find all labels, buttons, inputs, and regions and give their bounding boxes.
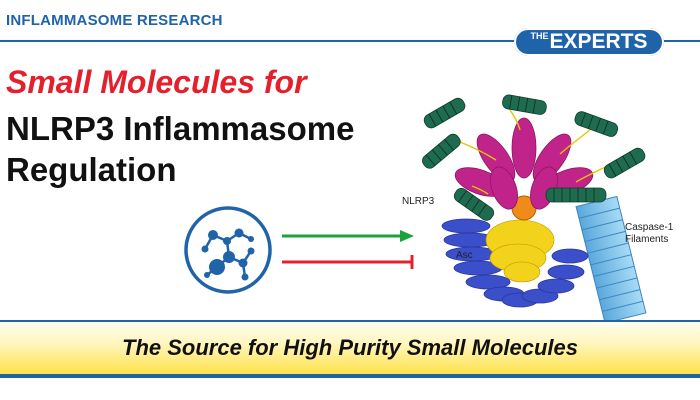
tagline-banner[interactable]: The Source for High Purity Small Molecul… [0,322,700,374]
badge-main: EXPERTS [549,30,648,53]
caspase-filament [575,195,647,324]
caspase-label: Caspase-1 Filaments [625,222,673,246]
asc-oligomer [441,218,589,308]
inhibition-bar-icon [282,255,414,269]
lrr-coils [422,94,646,221]
banner-bottom-divider [0,374,700,378]
headline-title: NLRP3 Inflammasome Regulation [6,110,355,188]
badge-prefix: THE [530,31,549,41]
nlrp3-label: NLRP3 [402,196,435,207]
activation-arrow-icon [282,230,414,242]
the-experts-badge[interactable]: THE EXPERTS [514,28,664,56]
asc-label: Asc [456,250,473,261]
section-label: INFLAMMASOME RESEARCH [6,12,223,29]
headline-subtitle: Small Molecules for [6,64,307,100]
caspase-label-line2: Filaments [625,234,669,245]
molecule-icon [184,206,272,294]
pyd-domain [485,219,555,283]
caspase-label-line1: Caspase-1 [625,222,674,233]
banner-top-divider [0,320,700,322]
inflammasome-illustration [422,94,647,324]
tagline-text: The Source for High Purity Small Molecul… [122,335,578,360]
top-divider [0,40,700,42]
